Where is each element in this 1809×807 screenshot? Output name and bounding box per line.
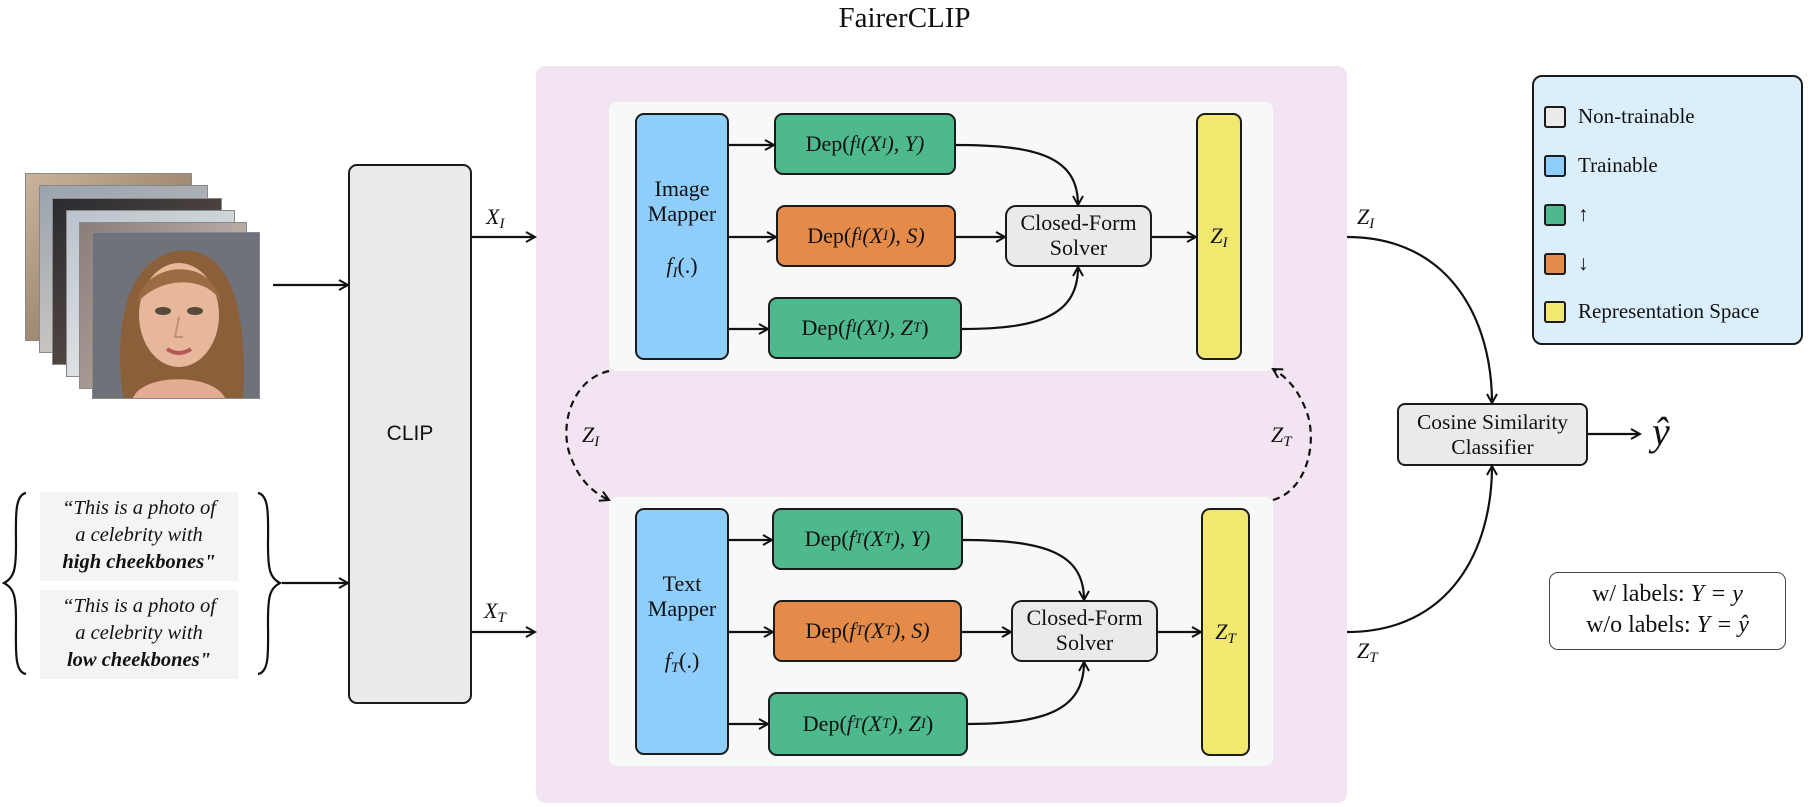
mapper-function: fT(.) xyxy=(664,648,700,677)
clip-encoder: CLIP xyxy=(348,164,472,704)
face-illustration xyxy=(93,233,259,398)
mapper-label: Mapper xyxy=(647,200,717,226)
prompt-line: low cheekbones" xyxy=(66,649,212,671)
legend-swatch xyxy=(1544,203,1566,226)
edge-label-zt-feedback: ZT xyxy=(1271,422,1292,451)
arrow-zt-to-classifier xyxy=(1346,466,1492,634)
right-brace xyxy=(257,491,283,676)
edge-label-zi-feedback: ZI xyxy=(582,422,600,451)
prompt-line: “This is a photo of xyxy=(62,595,216,617)
legend-item-maximize: ↑ xyxy=(1544,202,1589,227)
mapper-function: fI(.) xyxy=(666,253,698,282)
prompt-line: a celebrity with xyxy=(75,622,203,644)
feedback-zi xyxy=(565,369,609,500)
legend-item-minimize: ↓ xyxy=(1544,251,1589,276)
diagram-title: FairerCLIP xyxy=(838,2,971,34)
legend-item-representation: Representation Space xyxy=(1544,299,1759,324)
feedback-zt xyxy=(1273,369,1312,502)
arrow-zi-to-classifier xyxy=(1346,235,1492,403)
prompt-line: a celebrity with xyxy=(75,524,203,546)
representation-zt: ZT xyxy=(1201,508,1250,756)
prompt-high-cheekbones: “This is a photo of a celebrity with hig… xyxy=(40,492,238,581)
clip-label: CLIP xyxy=(386,422,434,446)
mapper-label: Image xyxy=(654,176,710,201)
legend: Non-trainable Trainable ↑ ↓ Representati… xyxy=(1532,75,1803,345)
edge-label-zi-output: ZI xyxy=(1357,204,1375,233)
prediction-output: ŷ xyxy=(1652,409,1670,454)
text-mapper: Text Mapper fT(.) xyxy=(635,508,729,755)
legend-item-nontrainable: Non-trainable xyxy=(1544,104,1695,129)
edge-label-xt: XT xyxy=(484,598,506,627)
labels-note: w/ labels: Y = y w/o labels: Y = ŷ xyxy=(1549,572,1786,650)
edge-label-xi: XI xyxy=(486,204,505,233)
mapper-label: Text xyxy=(662,571,702,596)
left-brace xyxy=(1,491,27,676)
edge-label-zt-output: ZT xyxy=(1357,638,1378,667)
prompt-line: “This is a photo of xyxy=(62,497,216,519)
legend-swatch xyxy=(1544,154,1566,177)
image-mapper: Image Mapper fI(.) xyxy=(635,113,729,360)
prompt-line: high cheekbones" xyxy=(62,551,216,573)
mapper-label: Mapper xyxy=(647,595,717,621)
face-image-front xyxy=(92,232,260,399)
legend-swatch xyxy=(1544,105,1566,128)
legend-item-trainable: Trainable xyxy=(1544,153,1658,178)
legend-swatch xyxy=(1544,252,1566,275)
legend-swatch xyxy=(1544,300,1566,323)
prompt-low-cheekbones: “This is a photo of a celebrity with low… xyxy=(40,590,238,679)
